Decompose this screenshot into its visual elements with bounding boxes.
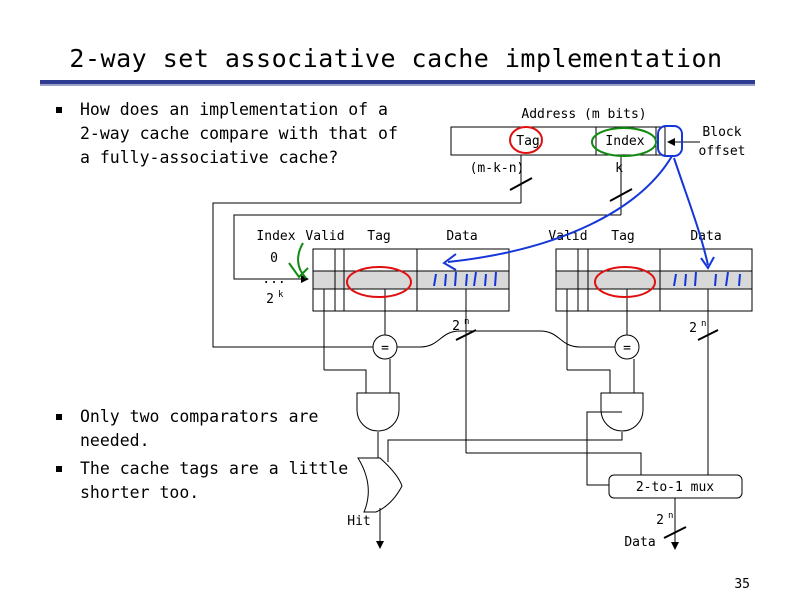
title-rule-shadow [40,84,755,86]
col-header-tag-way0: Tag [367,229,390,244]
bullet-tags-shorter: The cache tags are a little shorter too. [56,457,349,505]
bullet-marker [56,107,62,113]
block-offset-label: Block [702,125,741,140]
annotation-offset-to-way0 [447,155,673,263]
cache-way0 [312,248,510,312]
col-header-index: Index [256,229,295,244]
and-gate-way0 [356,392,400,432]
comparator-symbol: = [381,341,389,356]
data-width-way0: 2 [452,319,460,334]
bullet-marker [56,466,62,472]
bullet-line: How does an implementation of a [80,100,388,119]
cache-way1 [555,248,753,312]
comparator-symbol: = [623,341,631,356]
bullet-line: 2-way cache compare with that of [80,124,398,143]
annotation-arrowhead [700,256,715,270]
valid-wire-way0 [324,369,367,393]
col-header-tag-way1: Tag [611,229,634,244]
bullet-marker [56,414,62,420]
annotation-box-offset [657,125,683,157]
annotation-arrowhead [442,253,457,271]
width-label-index: k [615,161,623,176]
slide-title: 2-way set associative cache implementati… [69,44,723,73]
or-gate [357,457,403,513]
data-out-label: Data [624,535,655,550]
col-header-valid-way1: Valid [548,229,587,244]
block-offset-label: offset [699,144,746,159]
tag-wire [212,202,521,348]
annotation-offset-to-way1 [673,157,709,266]
row-label-last-exponent: k [278,290,284,300]
data-width-way0-exponent: n [464,317,469,327]
address-index-field: Index [605,134,644,149]
data-wire-way0 [466,452,642,475]
bullet-line: needed. [80,431,150,450]
mux-select-wire [586,411,622,486]
row-label-first: 0 [270,251,278,266]
mux-label: 2-to-1 mux [636,480,714,495]
bus-width-tick [609,188,633,202]
index-wire [233,214,621,283]
data-out-width-exponent: n [668,511,673,521]
hit-label: Hit [347,514,370,529]
col-header-valid-way0: Valid [305,229,344,244]
annotation-index-arrowhead [288,262,309,279]
annotation-data-ticks-way1 [673,271,741,287]
data-width-way1-exponent: n [701,319,706,329]
width-label-tag: (m-k-n) [470,161,525,176]
title-rule [40,80,755,84]
bus-width-tick [509,177,533,191]
annotation-circle-tag-way0 [346,266,412,298]
bullet-question: How does an implementation of a 2-way ca… [56,98,398,170]
valid-wire-way1 [567,369,611,393]
bus-width-tick [663,526,687,539]
row-label-dots: ... [262,272,285,287]
bullet-line: The cache tags are a little [80,459,349,478]
address-register [450,126,666,156]
col-header-data-way0: Data [446,229,477,244]
annotation-circle-index [591,127,657,157]
annotation-data-ticks-way0 [433,271,497,287]
address-tag-field: Tag [516,134,539,149]
and-out-wire-way1 [387,432,623,462]
data-out-width: 2 [656,513,664,528]
annotation-circle-tag-way1 [594,266,656,298]
bullet-comparators: Only two comparators are needed. [56,405,319,453]
tag-compare-wire [397,330,615,348]
data-width-way1: 2 [689,321,697,336]
bullet-line: shorter too. [80,483,200,502]
annotation-circle-tag [509,126,543,154]
bullet-line: a fully-associative cache? [80,148,339,167]
annotation-index-pointer [297,242,307,279]
page-number: 35 [734,577,750,592]
address-label: Address (m bits) [521,107,646,122]
bus-width-tick [455,329,477,341]
row-label-last: 2 [266,292,274,307]
bus-width-tick [697,329,719,341]
bullet-line: Only two comparators are [80,407,319,426]
col-header-data-way1: Data [690,229,721,244]
